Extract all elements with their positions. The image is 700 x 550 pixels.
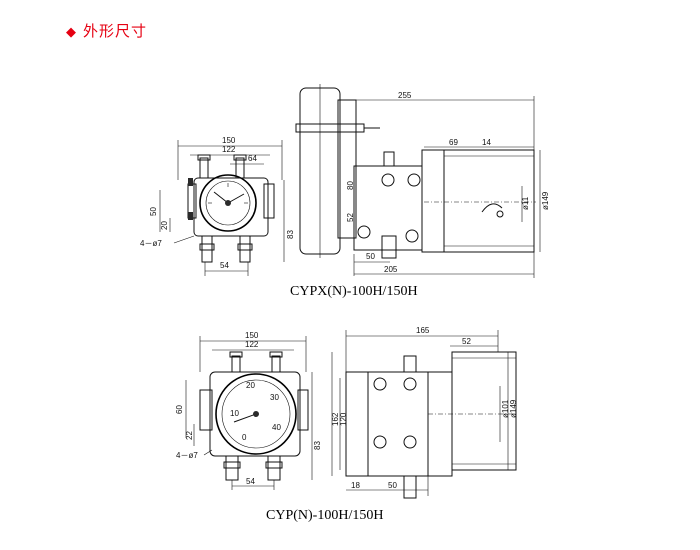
dim2-22-side: 22 <box>185 431 194 440</box>
dim2-54-bottom: 54 <box>246 477 255 486</box>
dim-80-side: 80 <box>346 181 355 190</box>
dim-64-top: 64 <box>248 154 257 163</box>
dim2-150-top: 150 <box>245 331 259 340</box>
dim-122-top: 122 <box>222 145 236 154</box>
dim-14-top: 14 <box>482 138 491 147</box>
cypx-front-view: 150 122 64 50 20 4－ø7 <box>140 136 295 276</box>
dim2-50-bottom: 50 <box>388 481 397 490</box>
caption-cypx: CYPX(N)-100H/150H <box>290 284 418 299</box>
dim2-165-top: 165 <box>416 326 430 335</box>
dim-54-bottom: 54 <box>220 261 229 270</box>
cyp-front-view: 150 122 0 10 20 30 40 60 22 4－ø7 <box>175 331 322 490</box>
caption-cyp: CYP(N)-100H/150H <box>266 508 384 523</box>
gauge-tick-40: 40 <box>272 423 281 432</box>
dim2-52-top: 52 <box>462 337 471 346</box>
dim2-101-diameter: ø101 <box>501 399 510 418</box>
dim-50-bottom: 50 <box>366 252 375 261</box>
dim2-149-diameter: ø149 <box>509 399 518 418</box>
dim2-83-side: 83 <box>313 441 322 450</box>
gauge-tick-20: 20 <box>246 381 255 390</box>
dim-52-side: 52 <box>346 213 355 222</box>
section-title: 外形尺寸 <box>83 22 148 40</box>
dim2-18-bottom: 18 <box>351 481 360 490</box>
dim2-120-side: 120 <box>339 412 348 426</box>
dim-255-top: 255 <box>398 91 412 100</box>
section-heading: ◆ 外形尺寸 <box>66 20 147 41</box>
dim-83-side: 83 <box>286 230 295 239</box>
dim2-122-top: 122 <box>245 340 259 349</box>
dim-69-top: 69 <box>449 138 458 147</box>
dim2-60-side: 60 <box>175 405 184 414</box>
dim2-162-side: 162 <box>331 412 340 426</box>
dim2-4-7-holes: 4－ø7 <box>176 451 198 460</box>
dim-150-top: 150 <box>222 136 236 145</box>
dim-205-bottom: 205 <box>384 265 398 274</box>
diamond-bullet-icon: ◆ <box>66 25 77 40</box>
cypx-side-view: 255 69 14 ø11 ø149 80 52 50 <box>295 84 550 278</box>
dim-4-7-holes: 4－ø7 <box>140 239 162 248</box>
gauge-tick-0: 0 <box>242 433 247 442</box>
gauge-tick-30: 30 <box>270 393 279 402</box>
dim-50-side: 50 <box>149 207 158 216</box>
dim-20-side: 20 <box>160 221 169 230</box>
dim-149-diameter: ø149 <box>541 191 550 210</box>
dim-11-diameter: ø11 <box>521 196 530 210</box>
gauge-tick-10: 10 <box>230 409 239 418</box>
cyp-side-view: 165 52 ø101 ø149 162 120 18 50 <box>331 326 518 499</box>
